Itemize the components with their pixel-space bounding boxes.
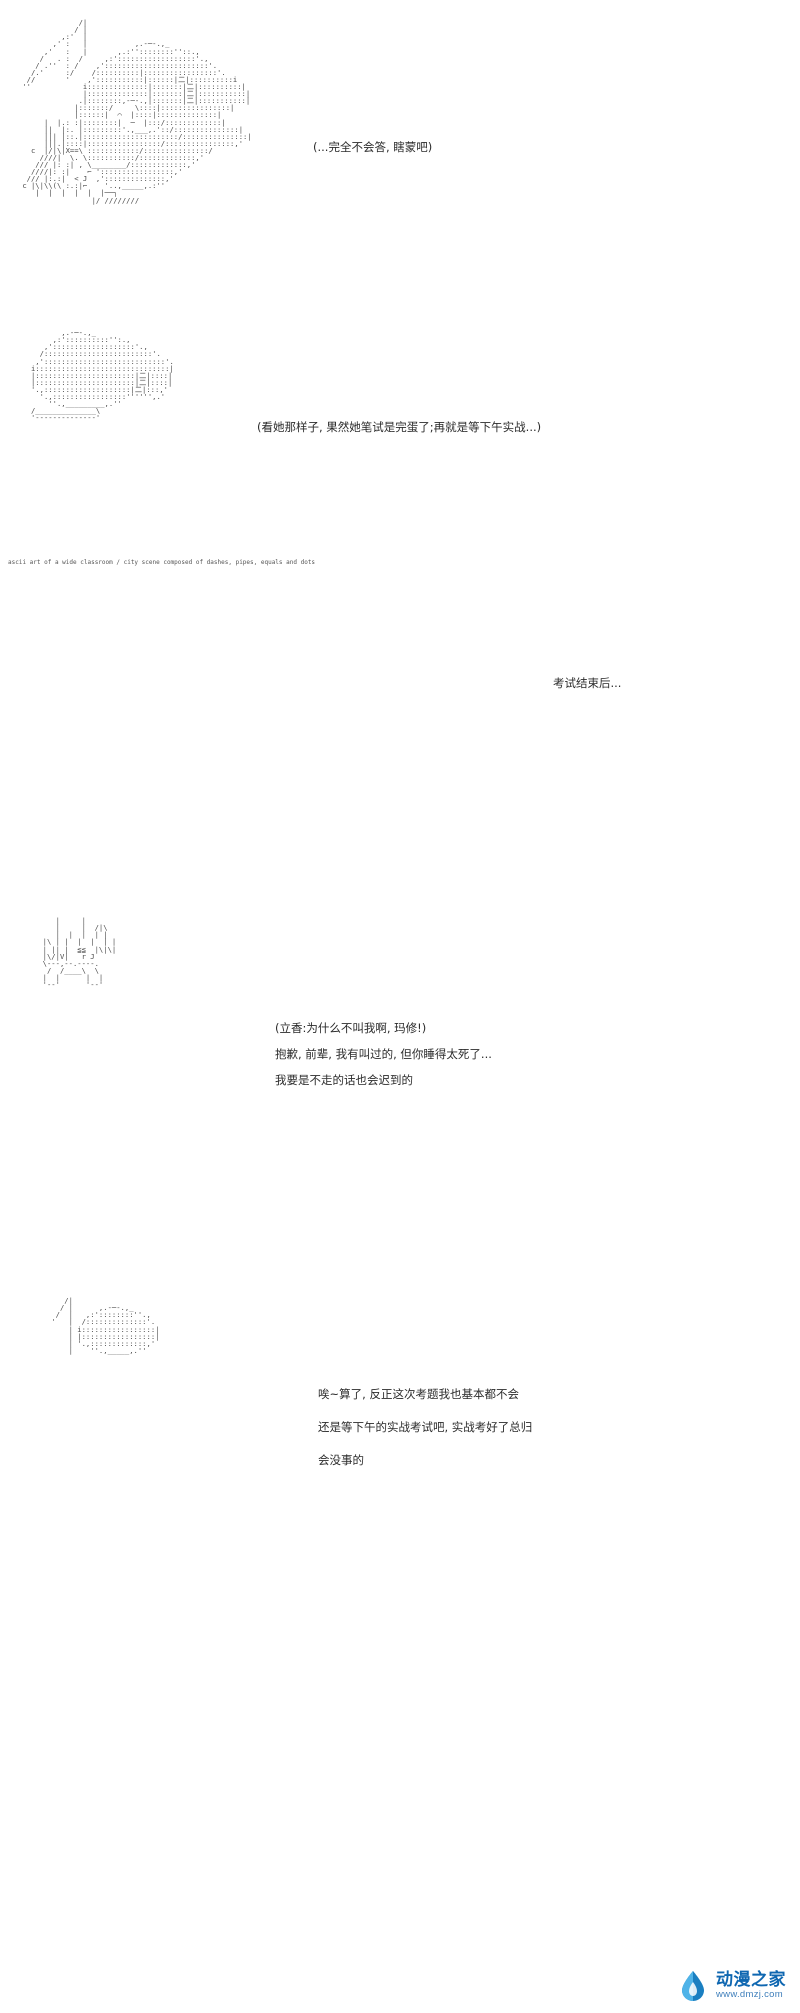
watermark-title: 动漫之家: [716, 1970, 786, 1991]
panel-ritsuka-resigned: /| / | ,.-─-.,_ / | ,:'::::::::''., ' | …: [0, 1280, 800, 2013]
dialogue-panel-2: (看她那样子, 果然她笔试是完蛋了;再就是等下午实战...): [257, 414, 541, 440]
dialogue-line: 抱歉, 前辈, 我有叫过的, 但你睡得太死了...: [275, 1047, 492, 1061]
dialogue-line: (...完全不会答, 瞎蒙吧): [313, 140, 433, 154]
dialogue-line: 我要是不走的话也会迟到的: [275, 1073, 413, 1087]
water-drop-icon: [676, 1969, 710, 2003]
dialogue-panel-5: 唉~算了, 反正这次考题我也基本都不会 还是等下午的实战考试吧, 实战考好了总归…: [318, 1378, 532, 1477]
dialogue-line: (立香:为什么不叫我啊, 玛修!): [275, 1021, 427, 1035]
dialogue-line: 唉~算了, 反正这次考题我也基本都不会: [318, 1387, 519, 1401]
ascii-art-character-mashu-sitting: /| / | ,:' | ,' : | ,.-─-.,_ ,' : | ,.:'…: [22, 18, 252, 205]
panel-mashu-exam: /| / | ,:' | ,' : | ,.-─-.,_ ,' : | ,.:'…: [0, 0, 800, 310]
dialogue-line: (看她那样子, 果然她笔试是完蛋了;再就是等下午实战...): [257, 420, 542, 434]
dialogue-line: 会没事的: [318, 1453, 364, 1467]
dialogue-panel-3: 考试结束后...: [553, 670, 621, 696]
panel-classroom-wide-shot: ascii art of a wide classroom / city sce…: [0, 548, 800, 898]
watermark-text: 动漫之家 www.dmzj.com: [716, 1970, 786, 2000]
ascii-art-two-characters: | | | | /|\ | | | | | |\ | | | | | | | |…: [42, 916, 117, 990]
ascii-art-character-close-up: /| / | ,.-─-.,_ / | ,:'::::::::''., ' | …: [51, 1296, 160, 1355]
panel-ritsuka-and-mashu: | | | | /|\ | | | | | |\ | | | | | | | |…: [0, 900, 800, 1280]
dialogue-panel-1: (...完全不会答, 瞎蒙吧): [313, 134, 432, 160]
dialogue-panel-4: (立香:为什么不叫我啊, 玛修!) 抱歉, 前辈, 我有叫过的, 但你睡得太死了…: [275, 1015, 492, 1093]
watermark-url: www.dmzj.com: [716, 1988, 783, 2000]
ascii-art-classroom-scene: ascii art of a wide classroom / city sce…: [8, 559, 316, 566]
dialogue-line: 考试结束后...: [553, 676, 622, 690]
panel-observer-comment: ,.-─-.,_ ,:'::::::::::'':., ,'::::::::::…: [0, 310, 800, 545]
ascii-art-character-watching: ,.-─-.,_ ,:'::::::::::'':., ,'::::::::::…: [30, 328, 174, 423]
watermark: 动漫之家 www.dmzj.com: [676, 1969, 786, 2003]
dialogue-line: 还是等下午的实战考试吧, 实战考好了总归: [318, 1420, 533, 1434]
